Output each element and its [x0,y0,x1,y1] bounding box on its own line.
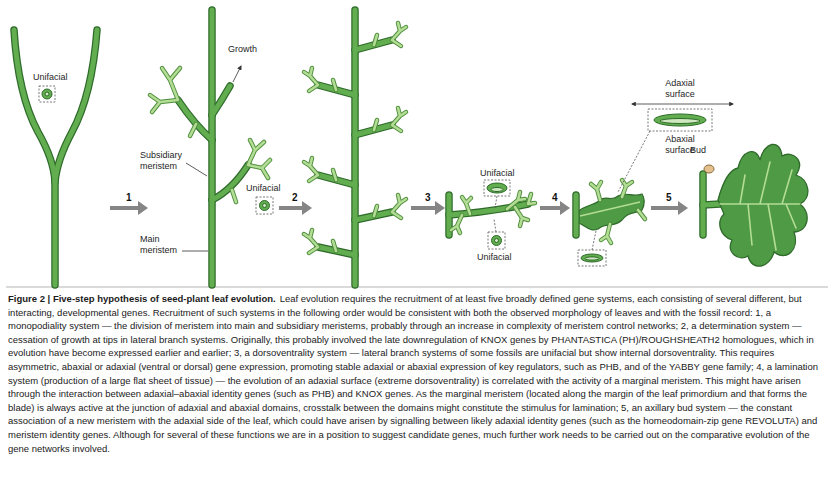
part-label: Adaxial surface [656,78,704,100]
part-label: Unifacial [477,252,512,263]
step-number: 1 [126,192,132,204]
part-label: Unifacial [480,168,515,179]
figure-title: Figure 2 | Five-step hypothesis of seed-… [8,293,276,304]
figure-caption: Figure 2 | Five-step hypothesis of seed-… [8,292,826,455]
step-number: 3 [425,192,431,204]
step-number: 5 [666,192,672,204]
caption-text: Leaf evolution requires the recruitment … [8,293,818,454]
part-label: Subsidiary meristem [140,150,188,172]
step-number: 2 [292,192,298,204]
part-label: Bud [690,145,706,156]
part-label: Growth [228,44,257,55]
part-label: Main meristem [140,234,188,256]
part-label: Unifacial [33,72,68,83]
part-label: Unifacial [246,183,281,194]
step-number: 4 [552,192,558,204]
